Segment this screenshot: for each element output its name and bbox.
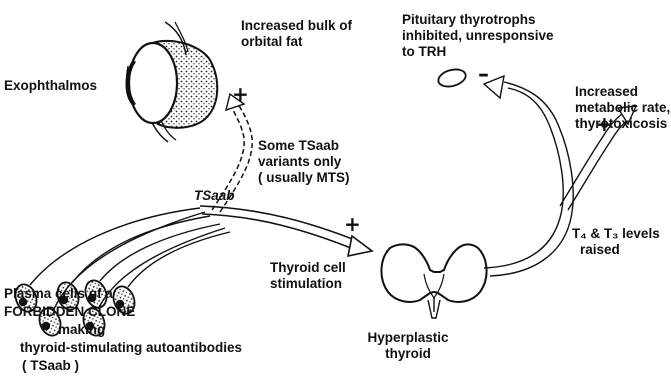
thyroid-stimulation-label: Thyroid cell stimulation bbox=[270, 260, 346, 292]
thyroid-stimulation-line-1: Thyroid cell bbox=[270, 260, 346, 276]
t4-t3-line-2: raised bbox=[572, 242, 660, 258]
tsaab-variants-line-1: Some TSaab bbox=[258, 138, 350, 154]
metabolic-line-2: metabolic rate, bbox=[575, 100, 670, 116]
thyroid-plus-sign: + bbox=[344, 212, 361, 236]
orbital-fat-line-1: Increased bulk of bbox=[241, 18, 352, 34]
metabolic-plus-sign: + bbox=[596, 112, 613, 136]
pituitary-label: Pituitary thyrotrophs inhibited, unrespo… bbox=[402, 12, 554, 60]
pituitary-line-2: inhibited, unresponsive bbox=[402, 28, 554, 44]
tsaab-arrow-label: TSaab bbox=[194, 188, 235, 204]
orbit-plus-sign: + bbox=[232, 82, 249, 106]
pituitary-icon bbox=[436, 67, 467, 90]
pituitary-line-1: Pituitary thyrotrophs bbox=[402, 12, 554, 28]
pituitary-minus-sign: – bbox=[478, 62, 489, 87]
tsaab-variants-line-2: variants only bbox=[258, 154, 350, 170]
hyperplastic-thyroid-label: Hyperplastic thyroid bbox=[358, 330, 458, 362]
orbital-fat-line-2: orbital fat bbox=[241, 34, 352, 50]
plasma-cells-line-3: making bbox=[58, 322, 105, 338]
plasma-cells-line-2: FORBIDDEN CLONE bbox=[4, 304, 135, 320]
t4-t3-line-1: T₄ & T₃ levels bbox=[572, 226, 660, 242]
thyroid-gland-icon bbox=[381, 244, 486, 318]
plasma-cells-line-1: Plasma cells of a bbox=[4, 286, 113, 302]
exophthalmos-label: Exophthalmos bbox=[4, 78, 97, 94]
eyeball-shape bbox=[125, 43, 177, 123]
tsaab-variants-line-3: ( usually MTS) bbox=[258, 170, 350, 186]
t4-t3-label: T₄ & T₃ levels raised bbox=[572, 226, 660, 258]
hyperplastic-line-2: thyroid bbox=[358, 346, 458, 362]
tsaab-variants-label: Some TSaab variants only ( usually MTS) bbox=[258, 138, 350, 186]
orbital-fat-label: Increased bulk of orbital fat bbox=[241, 18, 352, 50]
metabolic-line-1: Increased bbox=[575, 84, 670, 100]
hyperplastic-line-1: Hyperplastic bbox=[358, 330, 458, 346]
plasma-cells-line-4: thyroid-stimulating autoantibodies bbox=[20, 340, 242, 356]
metabolic-label: Increased metabolic rate, thyrotoxicosis bbox=[575, 84, 670, 132]
metabolic-line-3: thyrotoxicosis bbox=[575, 116, 670, 132]
pituitary-line-3: to TRH bbox=[402, 44, 554, 60]
plasma-cells-line-5: ( TSaab ) bbox=[22, 358, 79, 374]
thyroid-stimulation-line-2: stimulation bbox=[270, 276, 346, 292]
